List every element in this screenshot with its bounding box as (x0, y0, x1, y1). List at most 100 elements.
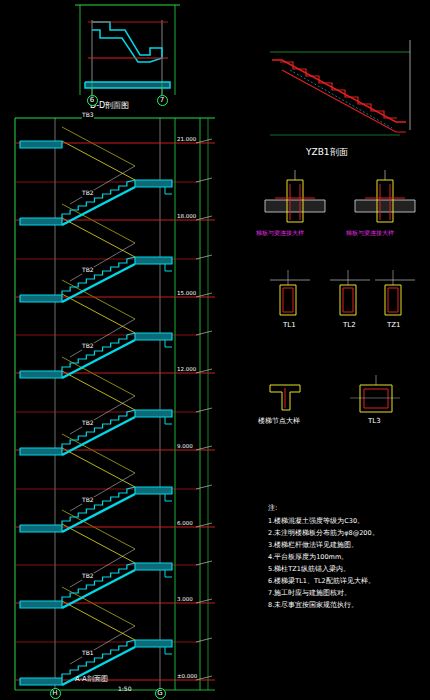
drawing-line (62, 127, 135, 166)
drawing-line (393, 270, 394, 285)
drawing-shape (282, 70, 406, 132)
drawing-shape (92, 22, 162, 62)
drawing-shape (62, 333, 135, 371)
drawing-line (200, 118, 201, 690)
drawing-line (62, 141, 135, 180)
note-text: 8.未尽事宜按国家规范执行。 (268, 602, 358, 609)
drawing-shape (62, 264, 135, 302)
drawing-line (88, 22, 168, 23)
drawing-shape (62, 180, 135, 218)
note-text: 注: (268, 505, 277, 513)
drawing-line (175, 118, 176, 690)
axis-bubble: 6 (87, 95, 98, 106)
drawing-line (330, 280, 370, 281)
drawing-label: TL3 (368, 418, 381, 426)
drawing-line (375, 280, 415, 281)
drawing-line (390, 184, 391, 220)
drawing-shape (280, 285, 296, 315)
drawing-line (62, 218, 135, 257)
elevation-label: 18.000 (177, 213, 196, 219)
note-text: 6.楼梯梁TL1、TL2配筋详见大样。 (268, 578, 375, 585)
note-text: 2.未注明楼梯板分布筋为φ8@200。 (268, 530, 379, 537)
drawing-shape (62, 494, 135, 532)
drawing-shape (385, 285, 401, 315)
drawing-line (270, 135, 400, 136)
drawing-shape (165, 647, 172, 654)
drawing-shape (135, 640, 172, 647)
drawing-line (15, 690, 215, 691)
elevation-label: 21.000 (177, 136, 196, 142)
drawing-line (196, 331, 212, 335)
drawing-shape (165, 570, 172, 577)
drawing-shape (62, 647, 135, 685)
flight-label: TB3 (82, 112, 94, 119)
drawing-line (196, 676, 212, 680)
drawing-label: 梯板与梁连接大样 (346, 230, 394, 237)
drawing-line (70, 319, 135, 357)
drawing-shape (135, 257, 172, 264)
drawing-shape (340, 285, 356, 315)
flight-label: TB2 (82, 573, 94, 580)
drawing-line (62, 510, 135, 549)
drawing-shape (20, 525, 62, 532)
drawing-line (196, 369, 212, 373)
drawing-line (70, 243, 135, 281)
drawing-line (15, 118, 16, 690)
elevation-label: ±0.000 (177, 673, 197, 679)
drawing-shape (377, 180, 393, 222)
drawing-shape (62, 417, 135, 455)
drawing-line (270, 52, 410, 53)
elevation-label: 9.000 (177, 443, 193, 449)
drawing-line (75, 5, 180, 6)
drawing-shape (62, 563, 135, 601)
elevation-label: 3.000 (177, 596, 193, 602)
drawing-shape (62, 487, 135, 525)
drawing-shape (62, 257, 135, 295)
flight-label: TB2 (82, 420, 94, 427)
drawing-label: TZ1 (387, 322, 401, 330)
drawing-shape (165, 340, 172, 347)
drawing-line (410, 40, 411, 130)
drawing-shape (20, 295, 62, 302)
drawing-shape (360, 385, 392, 412)
drawing-line (62, 371, 135, 410)
drawing-line (288, 270, 289, 285)
drawing-shape (62, 340, 135, 378)
drawing-shape (364, 389, 388, 408)
drawing-line (300, 184, 301, 220)
drawing-line (380, 184, 381, 220)
drawing-line (290, 184, 291, 220)
drawing-line (80, 5, 81, 95)
note-text: 7.施工时应与建施图核对。 (268, 590, 351, 597)
drawing-line (385, 170, 386, 180)
drawing-shape (20, 218, 62, 225)
drawing-line (196, 178, 212, 182)
drawing-shape (62, 640, 135, 678)
drawing-line (175, 5, 176, 95)
axis-bubble: 7 (157, 95, 168, 106)
drawing-line (62, 280, 135, 319)
elevation-label: 15.000 (177, 290, 196, 296)
note-text: 5.梯柱TZ1纵筋锚入梁内。 (268, 566, 350, 573)
drawing-shape (85, 82, 170, 88)
drawing-line (62, 448, 135, 487)
elevation-label: 6.000 (177, 520, 193, 526)
drawing-line (350, 398, 400, 399)
drawing-line (196, 255, 212, 259)
flight-label: TB2 (82, 190, 94, 197)
drawing-line (196, 446, 212, 450)
drawing-label: 梯板与梁连接大样 (256, 230, 304, 237)
note-text: 3.楼梯栏杆做法详见建施图。 (268, 542, 358, 549)
drawing-line (285, 388, 286, 408)
drawing-line (275, 198, 315, 199)
axis-bubble: H (50, 688, 61, 699)
drawing-line (196, 139, 212, 143)
drawing-shape (20, 371, 62, 378)
axis-label: 6 (90, 97, 94, 104)
drawing-shape (62, 410, 135, 448)
flight-label: TB1 (82, 650, 94, 657)
drawing-shape (283, 288, 293, 312)
drawing-line (196, 599, 212, 603)
drawing-line (376, 375, 377, 385)
drawing-label: TL2 (343, 322, 356, 330)
